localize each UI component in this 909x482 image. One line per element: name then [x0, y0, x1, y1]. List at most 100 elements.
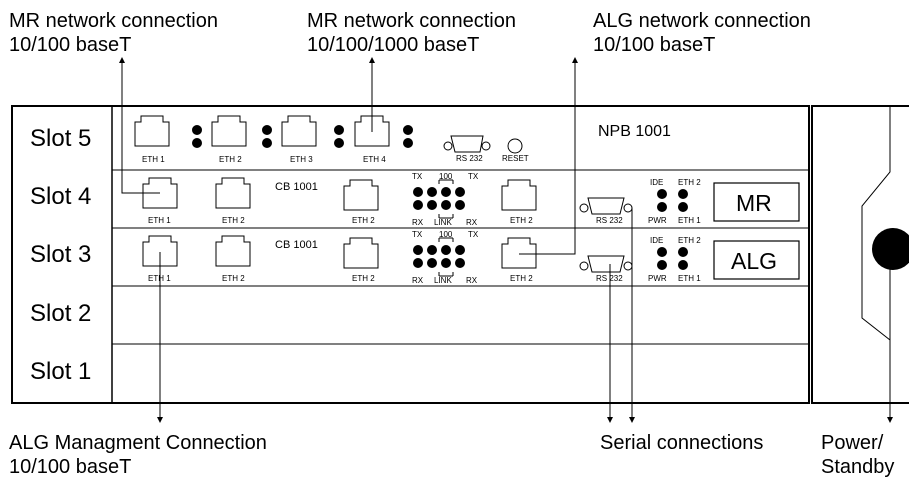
- port-label: ETH 1: [148, 216, 171, 225]
- npb-led: [403, 125, 413, 135]
- card-name: CB 1001: [275, 181, 318, 193]
- power-standby-button[interactable]: [872, 228, 909, 270]
- port-label: ETH 2: [352, 216, 375, 225]
- npb-led: [192, 125, 202, 135]
- led-label: TX: [468, 172, 479, 181]
- npb-name: NPB 1001: [598, 123, 671, 140]
- callout-serial-connections: Serial connections: [600, 431, 763, 455]
- status-led: [657, 202, 667, 212]
- npb-led: [192, 138, 202, 148]
- callout-line2: 10/100 baseT: [593, 34, 716, 56]
- callout-power-standby: Power/ Standby: [821, 431, 894, 479]
- status-label: IDE: [650, 178, 663, 187]
- callout-line2: 10/100 baseT: [9, 456, 132, 478]
- status-led: [657, 260, 667, 270]
- npb-port-label: ETH 4: [363, 155, 386, 164]
- npb-led: [262, 138, 272, 148]
- callout-mr-network-10-100: MR network connection 10/100 baseT: [9, 9, 218, 57]
- slot-label-3: Slot 3: [30, 241, 92, 268]
- slot-label-1: Slot 1: [30, 358, 92, 385]
- mr-led-grid: [413, 179, 465, 219]
- callout-line2: 10/100/1000 baseT: [307, 34, 480, 56]
- slot-label-5: Slot 5: [30, 125, 92, 152]
- led-label: 100: [439, 230, 453, 239]
- status-led: [678, 189, 688, 199]
- npb-led: [334, 125, 344, 135]
- status-led: [678, 202, 688, 212]
- alg-port-eth2-c[interactable]: [501, 237, 537, 269]
- cb-card-mr: ETH 1 ETH 2 ETH 2 ETH 2 CB 1001 TX 100 T…: [142, 172, 800, 227]
- callout-line2: 10/100 baseT: [9, 34, 132, 56]
- power-module: [811, 105, 909, 404]
- mr-rs232-port[interactable]: [579, 197, 633, 215]
- port-label: ETH 2: [352, 274, 375, 283]
- callout-line1: ALG network connection: [593, 10, 811, 32]
- callout-line1: ALG Managment Connection: [9, 432, 267, 454]
- npb-led: [262, 125, 272, 135]
- led-label: TX: [412, 230, 423, 239]
- status-label: PWR: [648, 216, 667, 225]
- alg-badge-box: [713, 240, 800, 280]
- npb-rs232-label: RS 232: [456, 154, 483, 163]
- callout-alg-management: ALG Managment Connection 10/100 baseT: [9, 431, 267, 479]
- callout-line2: Standby: [821, 456, 895, 478]
- mr-port-eth2-b[interactable]: [343, 179, 379, 211]
- led-label: LINK: [434, 276, 452, 285]
- status-label: ETH 2: [678, 236, 701, 245]
- npb-led: [334, 138, 344, 148]
- mr-port-eth2-a[interactable]: [215, 177, 251, 209]
- led-label: RX: [466, 276, 478, 285]
- cb-card-alg: ETH 1 ETH 2 ETH 2 ETH 2 CB 1001 TX 100 T…: [142, 230, 800, 285]
- port-label: ETH 2: [510, 274, 533, 283]
- callout-alg-network: ALG network connection 10/100 baseT: [593, 9, 811, 57]
- npb-port-label: ETH 2: [219, 155, 242, 164]
- status-led: [678, 247, 688, 257]
- port-label: ETH 2: [222, 216, 245, 225]
- alg-port-eth2-a[interactable]: [215, 235, 251, 267]
- npb-port-eth1[interactable]: [134, 115, 170, 147]
- port-label: ETH 2: [510, 216, 533, 225]
- led-label: RX: [466, 218, 478, 227]
- alg-rs232-port[interactable]: [579, 255, 633, 273]
- callout-line1: Power/: [821, 432, 884, 454]
- npb-reset-button[interactable]: [507, 138, 523, 154]
- status-label: ETH 2: [678, 178, 701, 187]
- status-led: [657, 247, 667, 257]
- mr-badge: MR: [736, 190, 772, 216]
- status-label: PWR: [648, 274, 667, 283]
- led-label: TX: [468, 230, 479, 239]
- leader-alg-network: [519, 57, 578, 255]
- npb-led: [403, 138, 413, 148]
- callout-mr-network-gigabit: MR network connection 10/100/1000 baseT: [307, 9, 516, 57]
- alg-led-grid: [413, 237, 465, 277]
- status-label: IDE: [650, 236, 663, 245]
- mr-port-eth2-c[interactable]: [501, 179, 537, 211]
- rs232-label: RS 232: [596, 216, 623, 225]
- status-label: ETH 1: [678, 274, 701, 283]
- status-label: ETH 1: [678, 216, 701, 225]
- npb-port-label: ETH 1: [142, 155, 165, 164]
- npb-port-eth3[interactable]: [281, 115, 317, 147]
- callout-line1: MR network connection: [9, 10, 218, 32]
- port-label: ETH 2: [222, 274, 245, 283]
- mr-badge-box: [713, 182, 800, 222]
- npb-card: ETH 1 ETH 2 ETH 3 ETH 4 RS 232 RESET NPB…: [134, 115, 671, 164]
- slot-label-2: Slot 2: [30, 300, 92, 327]
- leader-mr-network-10-100: [119, 57, 160, 194]
- callout-line1: Serial connections: [600, 432, 764, 454]
- callout-line1: MR network connection: [307, 10, 516, 32]
- npb-port-label: ETH 3: [290, 155, 313, 164]
- chassis-frame: [11, 105, 810, 404]
- alg-badge: ALG: [731, 248, 777, 274]
- npb-port-eth2[interactable]: [211, 115, 247, 147]
- led-label: 100: [439, 172, 453, 181]
- status-led: [657, 189, 667, 199]
- slot-label-4: Slot 4: [30, 183, 92, 210]
- alg-port-eth2-b[interactable]: [343, 237, 379, 269]
- led-label: TX: [412, 172, 423, 181]
- led-label: RX: [412, 218, 424, 227]
- npb-reset-label: RESET: [502, 154, 529, 163]
- led-label: LINK: [434, 218, 452, 227]
- npb-rs232-port[interactable]: [443, 135, 491, 153]
